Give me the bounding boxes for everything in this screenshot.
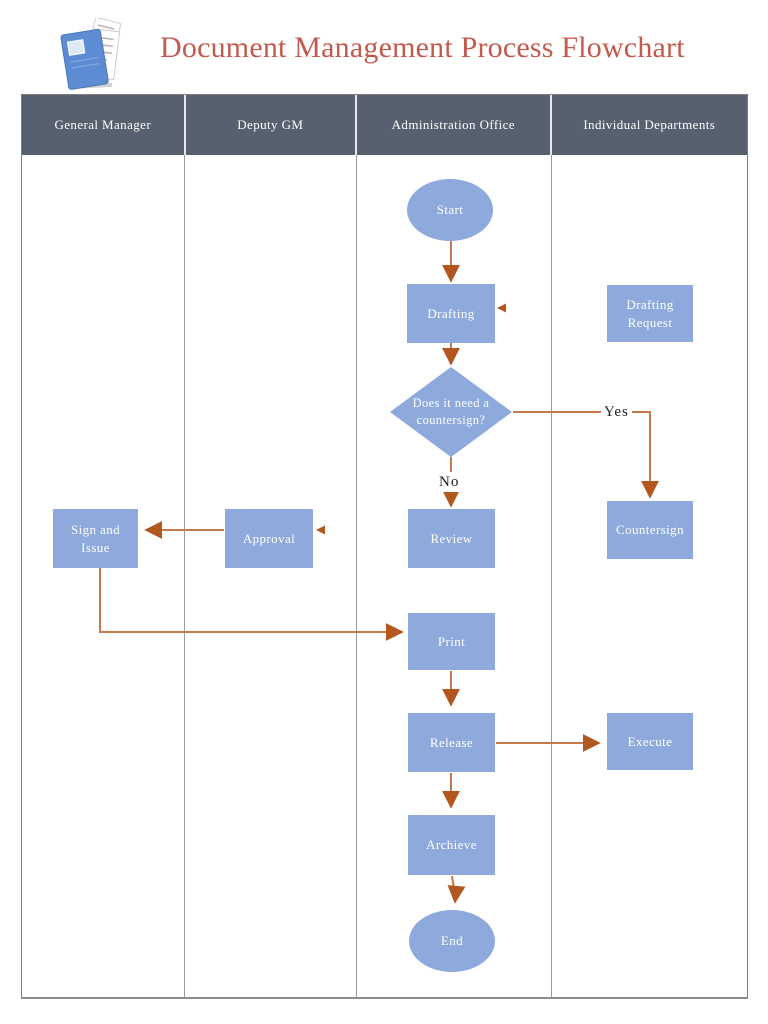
node-drafting-request: Drafting Request: [607, 285, 693, 342]
node-start: Start: [407, 179, 493, 241]
swimlane-table: General Manager Deputy GM Administration…: [21, 94, 748, 999]
edge-label-yes: Yes: [601, 402, 632, 422]
lane-header-deputy-gm: Deputy GM: [183, 95, 356, 155]
lane-header-administration-office: Administration Office: [355, 95, 549, 155]
node-review: Review: [408, 509, 495, 568]
node-sign-and-issue: Sign and Issue: [53, 509, 138, 568]
node-archive: Archieve: [408, 815, 495, 875]
node-end: End: [409, 910, 495, 972]
node-approval: Approval: [225, 509, 313, 568]
document-folder-icon: [60, 18, 122, 90]
edge-label-no: No: [436, 472, 463, 492]
lane-header-row: General Manager Deputy GM Administration…: [22, 95, 747, 155]
lane-divider-1: [184, 155, 185, 997]
node-release: Release: [408, 713, 495, 772]
node-countersign: Countersign: [607, 501, 693, 559]
lane-header-individual-departments: Individual Departments: [549, 95, 747, 155]
lane-divider-3: [551, 155, 552, 997]
page-title: Document Management Process Flowchart: [160, 31, 685, 64]
lane-divider-2: [356, 155, 357, 997]
lane-header-general-manager: General Manager: [54, 117, 152, 132]
node-drafting: Drafting: [407, 284, 495, 343]
node-print: Print: [408, 613, 495, 670]
node-execute: Execute: [607, 713, 693, 770]
